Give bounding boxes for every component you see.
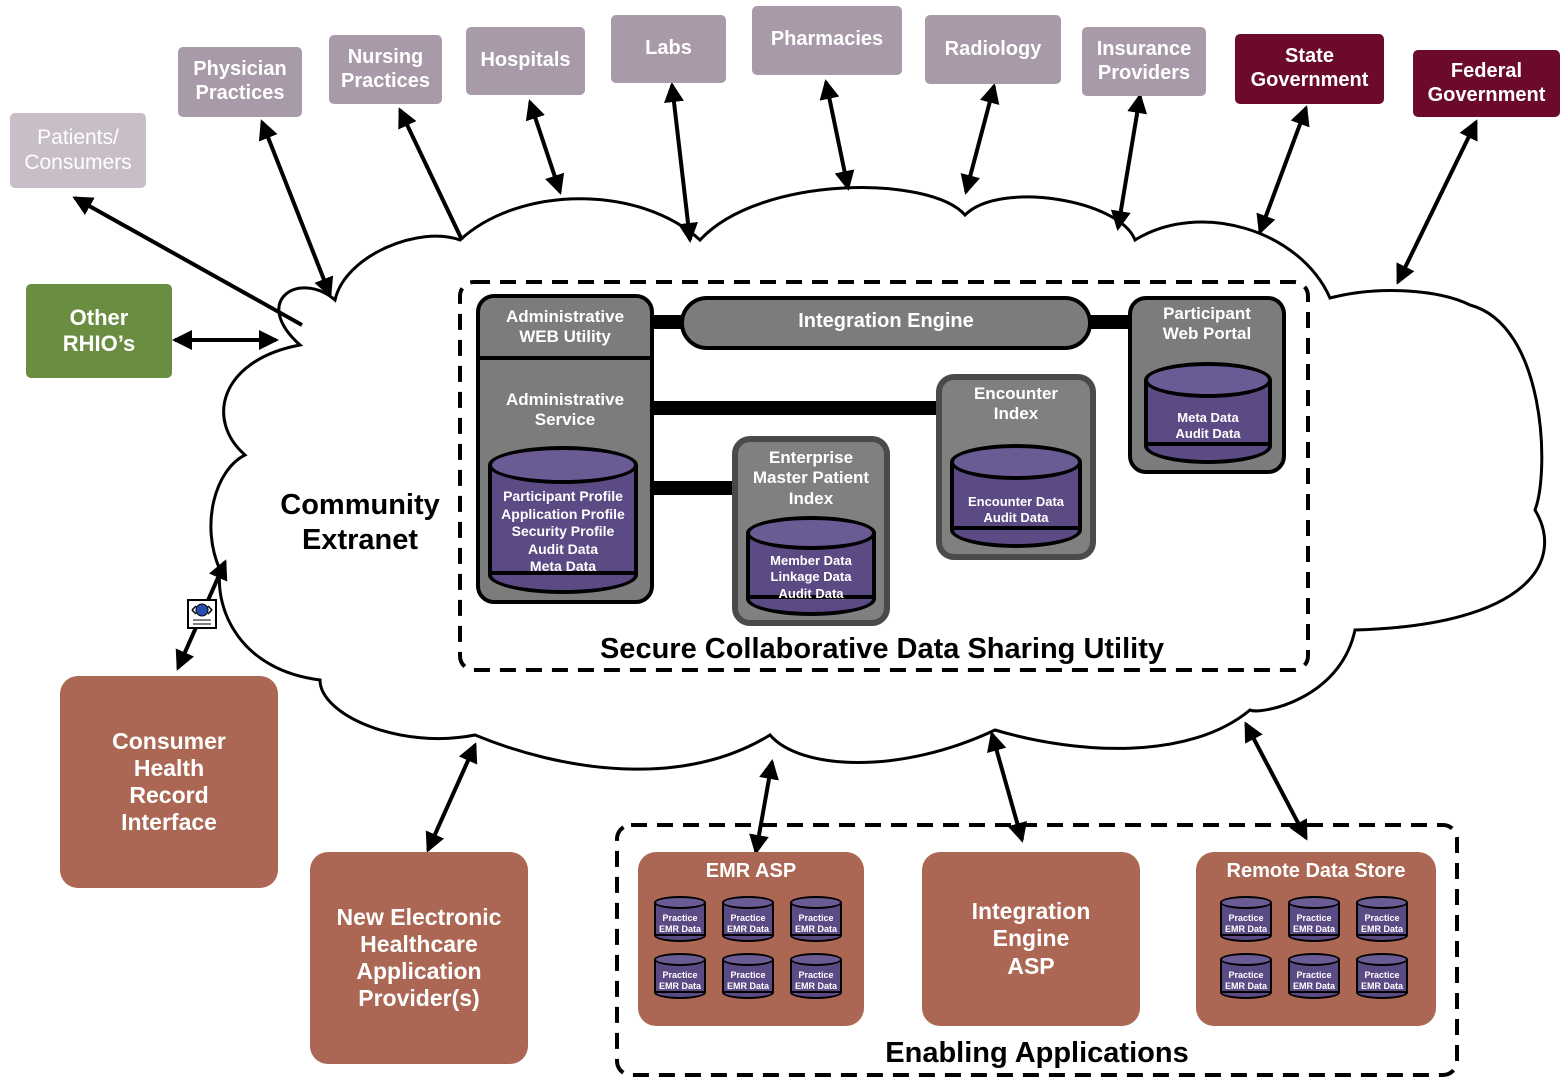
connection-arrows xyxy=(72,79,1478,855)
practice-emr-db-text: Practice EMR Data xyxy=(1224,970,1267,991)
physician-practices-box: Physician Practices xyxy=(178,47,302,117)
practice-emr-db-text: Practice EMR Data xyxy=(794,970,837,991)
insurance-providers-box: Insurance Providers xyxy=(1082,27,1206,96)
admin-database: Participant Profile Application Profile … xyxy=(488,446,638,594)
hospitals-label: Hospitals xyxy=(480,49,571,72)
practice-emr-db: Practice EMR Data xyxy=(654,953,706,999)
encounter-database: Encounter Data Audit Data xyxy=(950,444,1082,548)
integration-engine-asp-box: Integration Engine ASP xyxy=(922,852,1140,1026)
consumer-interface-label: Consumer Health Record Interface xyxy=(112,727,226,836)
physician-practices-label: Physician Practices xyxy=(193,58,287,104)
practice-emr-db: Practice EMR Data xyxy=(1288,896,1340,942)
labs-label: Labs xyxy=(645,37,692,60)
federal-government-label: Federal Government xyxy=(1427,59,1546,106)
emr-asp-label: EMR ASP xyxy=(705,860,797,882)
community-extranet-label: Community Extranet xyxy=(280,489,440,556)
document-globe-icon xyxy=(187,599,217,629)
pharmacies-box: Pharmacies xyxy=(752,6,902,75)
other-rhios-label: Other RHIO’s xyxy=(62,305,136,356)
admin-divider xyxy=(480,356,650,360)
integration-engine-label: Integration Engine xyxy=(798,310,974,332)
practice-emr-db-text: Practice EMR Data xyxy=(1292,913,1335,934)
practice-emr-db-text: Practice EMR Data xyxy=(1292,970,1335,991)
enabling-dashed-frame xyxy=(615,823,1459,1077)
practice-emr-db: Practice EMR Data xyxy=(1356,896,1408,942)
practice-emr-db: Practice EMR Data xyxy=(1288,953,1340,999)
radiology-label: Radiology xyxy=(944,37,1042,60)
new-provider-label: New Electronic Healthcare Application Pr… xyxy=(336,903,502,1012)
utility-dashed-frame xyxy=(458,280,1310,672)
encounter-database-text: Encounter Data Audit Data xyxy=(967,494,1065,526)
practice-emr-db: Practice EMR Data xyxy=(1356,953,1408,999)
admin-service-label: Administrative Service xyxy=(505,390,625,430)
utility-title: Secure Collaborative Data Sharing Utilit… xyxy=(599,633,1165,665)
other-rhios-box: Other RHIO’s xyxy=(26,284,172,378)
practice-emr-db-text: Practice EMR Data xyxy=(658,913,701,934)
utility-connectors xyxy=(652,315,1132,495)
admin-web-utility-label: Administrative WEB Utility xyxy=(505,307,625,347)
labs-box: Labs xyxy=(611,15,726,83)
participant-web-portal-label: Participant Web Portal xyxy=(1162,304,1252,344)
pharmacies-label: Pharmacies xyxy=(770,28,884,50)
empi-database-text: Member Data Linkage Data Audit Data xyxy=(770,553,852,601)
practice-emr-db-text: Practice EMR Data xyxy=(1360,970,1403,991)
admin-database-text: Participant Profile Application Profile … xyxy=(501,488,625,574)
portal-database-text: Meta Data Audit Data xyxy=(1175,410,1241,442)
practice-emr-db-text: Practice EMR Data xyxy=(726,970,769,991)
radiology-box: Radiology xyxy=(925,15,1061,84)
portal-database: Meta Data Audit Data xyxy=(1144,362,1272,464)
practice-emr-db-text: Practice EMR Data xyxy=(658,970,701,991)
integration-engine-bar xyxy=(680,296,1092,350)
practice-emr-db: Practice EMR Data xyxy=(790,953,842,999)
practice-emr-db: Practice EMR Data xyxy=(790,896,842,942)
practice-emr-db-text: Practice EMR Data xyxy=(1224,913,1267,934)
practice-emr-db: Practice EMR Data xyxy=(722,953,774,999)
patients-consumers-box: Patients/ Consumers xyxy=(10,113,146,188)
federal-government-box: Federal Government xyxy=(1413,50,1560,117)
encounter-index-label: Encounter Index xyxy=(973,384,1059,424)
consumer-health-record-interface-box: Consumer Health Record Interface xyxy=(60,676,278,888)
insurance-providers-label: Insurance Providers xyxy=(1096,37,1192,84)
state-government-label: State Government xyxy=(1250,45,1369,91)
empi-label: Enterprise Master Patient Index xyxy=(752,448,870,508)
integration-engine-asp-label: Integration Engine ASP xyxy=(971,898,1091,979)
remote-data-store-label: Remote Data Store xyxy=(1226,860,1406,882)
new-provider-box: New Electronic Healthcare Application Pr… xyxy=(310,852,528,1064)
practice-emr-db: Practice EMR Data xyxy=(1220,953,1272,999)
empi-database: Member Data Linkage Data Audit Data xyxy=(746,516,876,616)
enabling-applications-title: Enabling Applications xyxy=(885,1037,1189,1069)
practice-emr-db-text: Practice EMR Data xyxy=(794,913,837,934)
practice-emr-db: Practice EMR Data xyxy=(654,896,706,942)
patients-consumers-label: Patients/ Consumers xyxy=(24,125,132,174)
practice-emr-db: Practice EMR Data xyxy=(722,896,774,942)
practice-emr-db-text: Practice EMR Data xyxy=(1360,913,1403,934)
practice-emr-db-text: Practice EMR Data xyxy=(726,913,769,934)
practice-emr-db: Practice EMR Data xyxy=(1220,896,1272,942)
hospitals-box: Hospitals xyxy=(466,27,585,95)
nursing-practices-label: Nursing Practices xyxy=(341,45,430,92)
nursing-practices-box: Nursing Practices xyxy=(329,35,442,104)
state-government-box: State Government xyxy=(1235,34,1384,104)
